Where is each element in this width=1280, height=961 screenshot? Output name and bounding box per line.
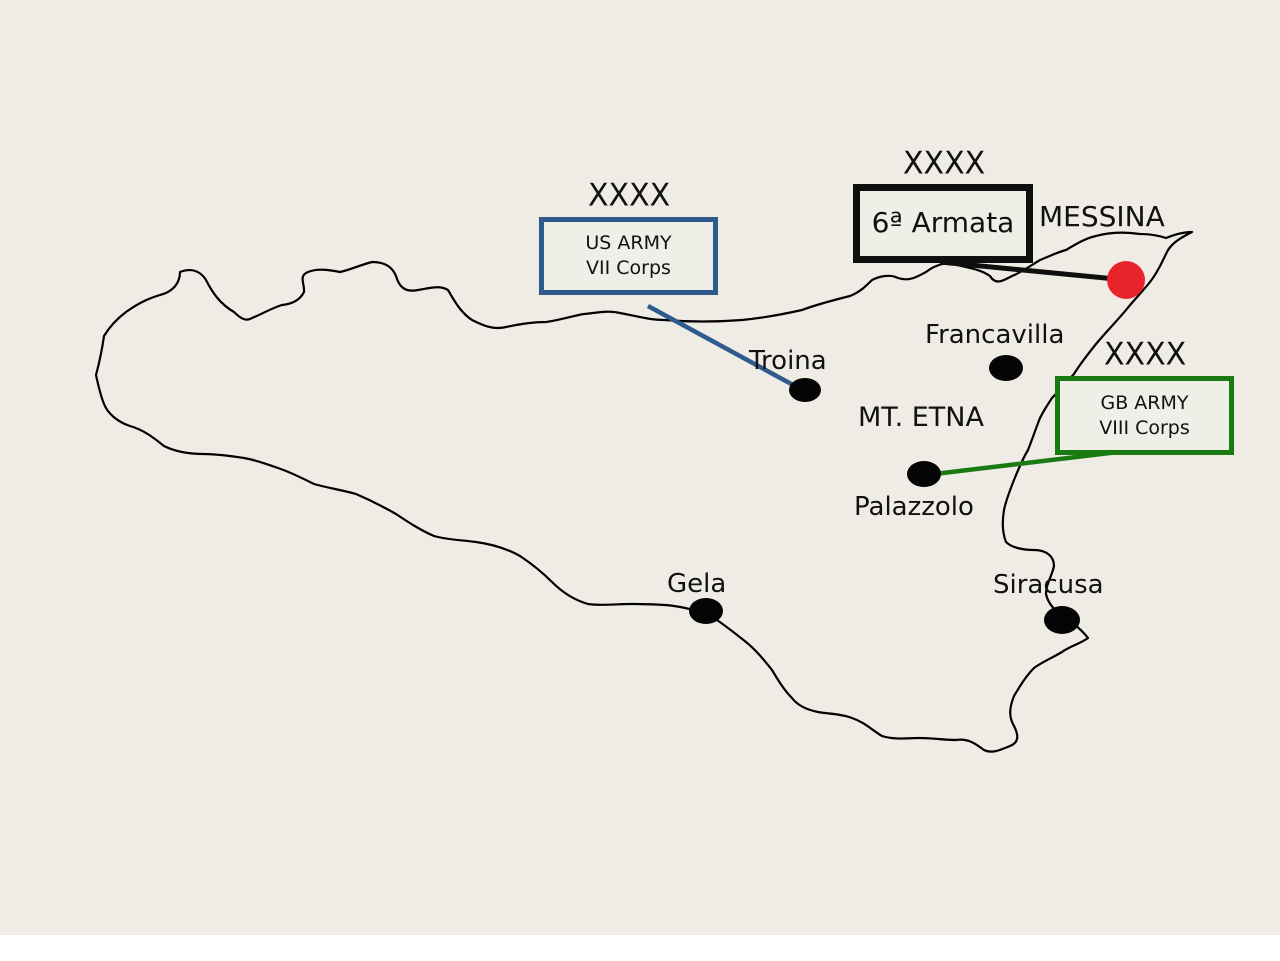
palazzolo-marker <box>907 461 941 487</box>
us-army-echelon-marker: XXXX <box>588 177 671 214</box>
gb-unit-connector <box>925 449 1119 478</box>
troina-label: Troina <box>749 346 827 376</box>
us-army-unit-box[interactable]: US ARMY VII Corps <box>539 217 718 295</box>
italian-army-unit-box[interactable]: 6ª Armata <box>853 184 1033 263</box>
francavilla-label: Francavilla <box>925 320 1065 350</box>
gela-label: Gela <box>667 569 727 599</box>
us-army-unit-name: US ARMY <box>585 232 672 255</box>
messina-marker <box>1107 261 1145 299</box>
francavilla-marker <box>989 355 1023 381</box>
gb-army-corps-name: VIII Corps <box>1099 416 1190 439</box>
troina-marker <box>789 378 821 402</box>
map-canvas: XXXX US ARMY VII Corps XXXX 6ª Armata XX… <box>0 0 1280 935</box>
sicily-map <box>94 230 1194 753</box>
mt-etna-label: MT. ETNA <box>858 402 984 433</box>
us-unit-connector <box>646 304 808 394</box>
italian-unit-connector <box>939 259 1127 283</box>
siracusa-label: Siracusa <box>993 570 1104 600</box>
gb-army-unit-box[interactable]: GB ARMY VIII Corps <box>1055 376 1234 455</box>
messina-label: MESSINA <box>1039 200 1165 233</box>
siracusa-marker <box>1044 606 1080 634</box>
italian-army-unit-name: 6ª Armata <box>871 206 1015 240</box>
palazzolo-label: Palazzolo <box>854 492 974 522</box>
gela-marker <box>689 598 723 624</box>
gb-army-echelon-marker: XXXX <box>1104 336 1187 373</box>
us-army-corps-name: VII Corps <box>586 257 671 279</box>
sicily-coastline <box>94 230 1194 753</box>
gb-army-unit-name: GB ARMY <box>1100 391 1189 414</box>
italian-army-echelon-marker: XXXX <box>903 145 986 182</box>
